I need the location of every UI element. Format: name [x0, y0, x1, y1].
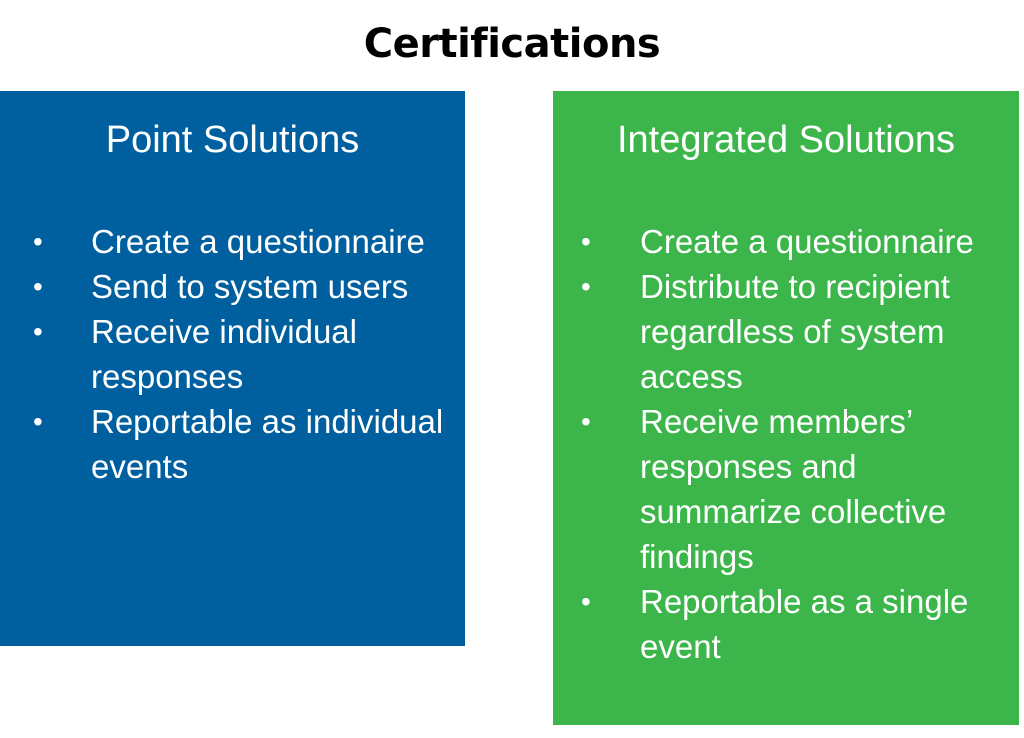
bullet-icon: • [581, 271, 591, 302]
list-item: • Reportable as individual events [0, 399, 465, 489]
integrated-solutions-list: • Create a questionnaire • Distribute to… [553, 219, 1019, 669]
bullet-icon: • [33, 226, 43, 257]
bullet-icon: • [33, 271, 43, 302]
list-item: • Create a questionnaire [553, 219, 1019, 264]
bullet-icon: • [581, 586, 591, 617]
list-item: • Create a questionnaire [0, 219, 465, 264]
list-item: • Receive individual responses [0, 309, 465, 399]
point-solutions-panel: Point Solutions • Create a questionnaire… [0, 91, 465, 646]
list-item-text: Reportable as a single event [640, 583, 969, 665]
integrated-solutions-heading: Integrated Solutions [616, 119, 955, 161]
list-item-text: Distribute to recipient regardless of sy… [640, 268, 950, 395]
page-title: Certifications [363, 21, 661, 67]
list-item-text: Send to system users [91, 268, 409, 305]
list-item-text: Receive members’ responses and summarize… [640, 403, 947, 575]
list-item: • Send to system users [0, 264, 465, 309]
bullet-icon: • [581, 406, 591, 437]
list-item-text: Reportable as individual events [91, 403, 444, 485]
bullet-icon: • [33, 316, 43, 347]
point-solutions-list: • Create a questionnaire • Send to syste… [0, 219, 465, 489]
bullet-icon: • [33, 406, 43, 437]
bullet-icon: • [581, 226, 591, 257]
list-item-text: Create a questionnaire [91, 223, 425, 260]
list-item: • Reportable as a single event [553, 579, 1019, 669]
list-item-text: Receive individual responses [91, 313, 357, 395]
point-solutions-heading: Point Solutions [105, 119, 360, 161]
list-item: • Distribute to recipient regardless of … [553, 264, 1019, 399]
list-item: • Receive members’ responses and summari… [553, 399, 1019, 579]
list-item-text: Create a questionnaire [640, 223, 974, 260]
integrated-solutions-panel: Integrated Solutions • Create a question… [553, 91, 1019, 725]
